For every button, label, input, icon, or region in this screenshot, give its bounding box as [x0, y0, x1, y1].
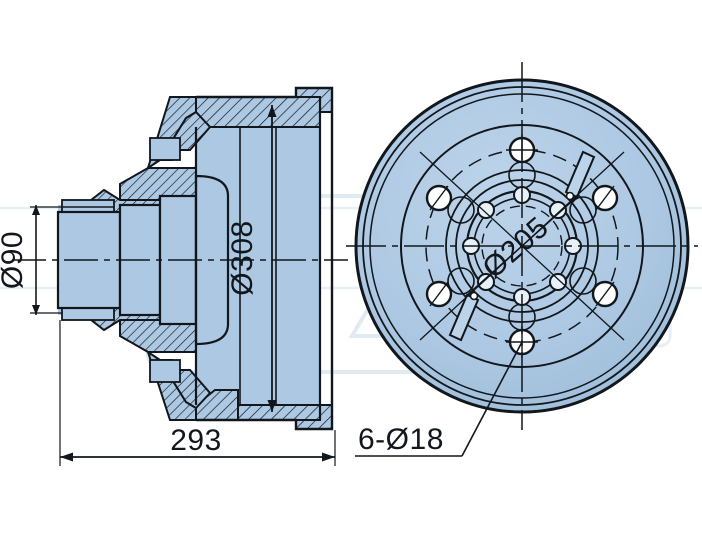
hub-stud-6: [477, 273, 495, 291]
drum-wall-top-section: [195, 96, 321, 128]
dim-arrow-308-top: [267, 105, 277, 117]
bolt-holes-group: [425, 134, 619, 358]
leader-line-holes: [461, 341, 523, 457]
dimension-label-bore: Ø90: [0, 231, 29, 289]
hub-lobe-6: [447, 196, 475, 224]
hub-stud-8: [477, 201, 495, 219]
dim-arrow-90-top: [32, 205, 40, 215]
hub-lobe-5: [447, 267, 475, 295]
dim-arrow-90-bottom: [32, 305, 40, 315]
dim-arrow-308-bottom: [267, 400, 277, 412]
lug-upper-pin: [565, 191, 575, 201]
dimension-label-holes: 6-Ø18: [358, 423, 444, 456]
dimension-label-drum: Ø308: [226, 220, 259, 295]
dim-line-205: [465, 195, 579, 297]
hub-stud-holes: [462, 186, 582, 306]
hub-lobe-3: [569, 267, 597, 295]
dimension-label-length: 293: [170, 424, 222, 457]
notch-detail-bottom: [149, 359, 181, 383]
dim-arrow-293-left: [60, 452, 73, 462]
section-outer-contour: [196, 86, 334, 431]
dimension-drum-308: Ø308: [226, 105, 277, 412]
lug-lower-pin: [469, 291, 479, 301]
hub-stud-2: [549, 201, 567, 219]
bolt-hole: [425, 184, 453, 212]
hub-stud-4: [549, 273, 567, 291]
hub-bore-dashed: [481, 205, 563, 287]
bolt-hole: [425, 280, 453, 308]
dimension-bore-90: Ø90: [0, 205, 62, 315]
lug-features: [448, 150, 596, 342]
notch-detail-top: [149, 137, 181, 161]
bolt-hole: [591, 184, 619, 212]
dim-arrow-293-right: [322, 452, 335, 462]
section-view: [12, 86, 348, 431]
callout-bolt-holes: 6-Ø18: [355, 341, 523, 457]
dimension-length-293: 293: [59, 320, 336, 466]
bolt-hole: [591, 280, 619, 308]
